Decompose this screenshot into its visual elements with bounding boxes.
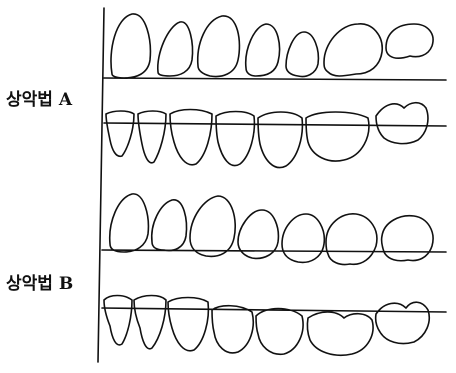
tooth-outline <box>307 312 373 355</box>
tooth-outline <box>190 196 235 256</box>
method-a-label: 상악법 A <box>6 90 73 110</box>
tooth-outline <box>212 306 253 353</box>
tooth-outline <box>134 296 166 349</box>
tooth-outline <box>198 16 240 77</box>
tooth-outline <box>158 22 193 76</box>
tooth-outline <box>376 103 428 144</box>
tooth-outline <box>286 32 318 77</box>
method-a-upper-teeth <box>111 14 433 78</box>
vertical-axis-line <box>98 8 104 362</box>
tooth-outline <box>382 216 433 261</box>
tooth-outline <box>258 112 302 168</box>
tooth-outline <box>170 110 212 165</box>
tooth-outline <box>111 14 150 78</box>
method-a-lower-teeth <box>106 103 428 168</box>
method-b-lower-teeth <box>104 296 429 356</box>
tooth-outline <box>104 296 132 345</box>
tooth-outline <box>246 24 280 76</box>
method-b-upper-teeth <box>110 194 433 265</box>
tooth-outline <box>386 24 433 58</box>
tooth-outline <box>168 298 208 351</box>
tooth-outline <box>376 302 430 343</box>
tooth-outline <box>238 210 278 258</box>
tooth-outline <box>306 112 369 161</box>
tooth-outline <box>110 194 149 252</box>
occlusal-line-a-lower <box>104 123 446 126</box>
occlusal-line-b-lower <box>102 308 446 312</box>
tooth-outline <box>324 24 382 76</box>
occlusal-line-a-upper <box>104 78 446 80</box>
tooth-outline <box>106 111 134 156</box>
tooth-outline <box>152 200 187 251</box>
tooth-outline <box>216 112 254 166</box>
tooth-outline <box>256 309 303 355</box>
method-b-label: 상악법 B <box>6 274 74 294</box>
tooth-outline <box>326 214 377 265</box>
tooth-outline <box>138 111 166 163</box>
tooth-outline <box>282 214 324 262</box>
